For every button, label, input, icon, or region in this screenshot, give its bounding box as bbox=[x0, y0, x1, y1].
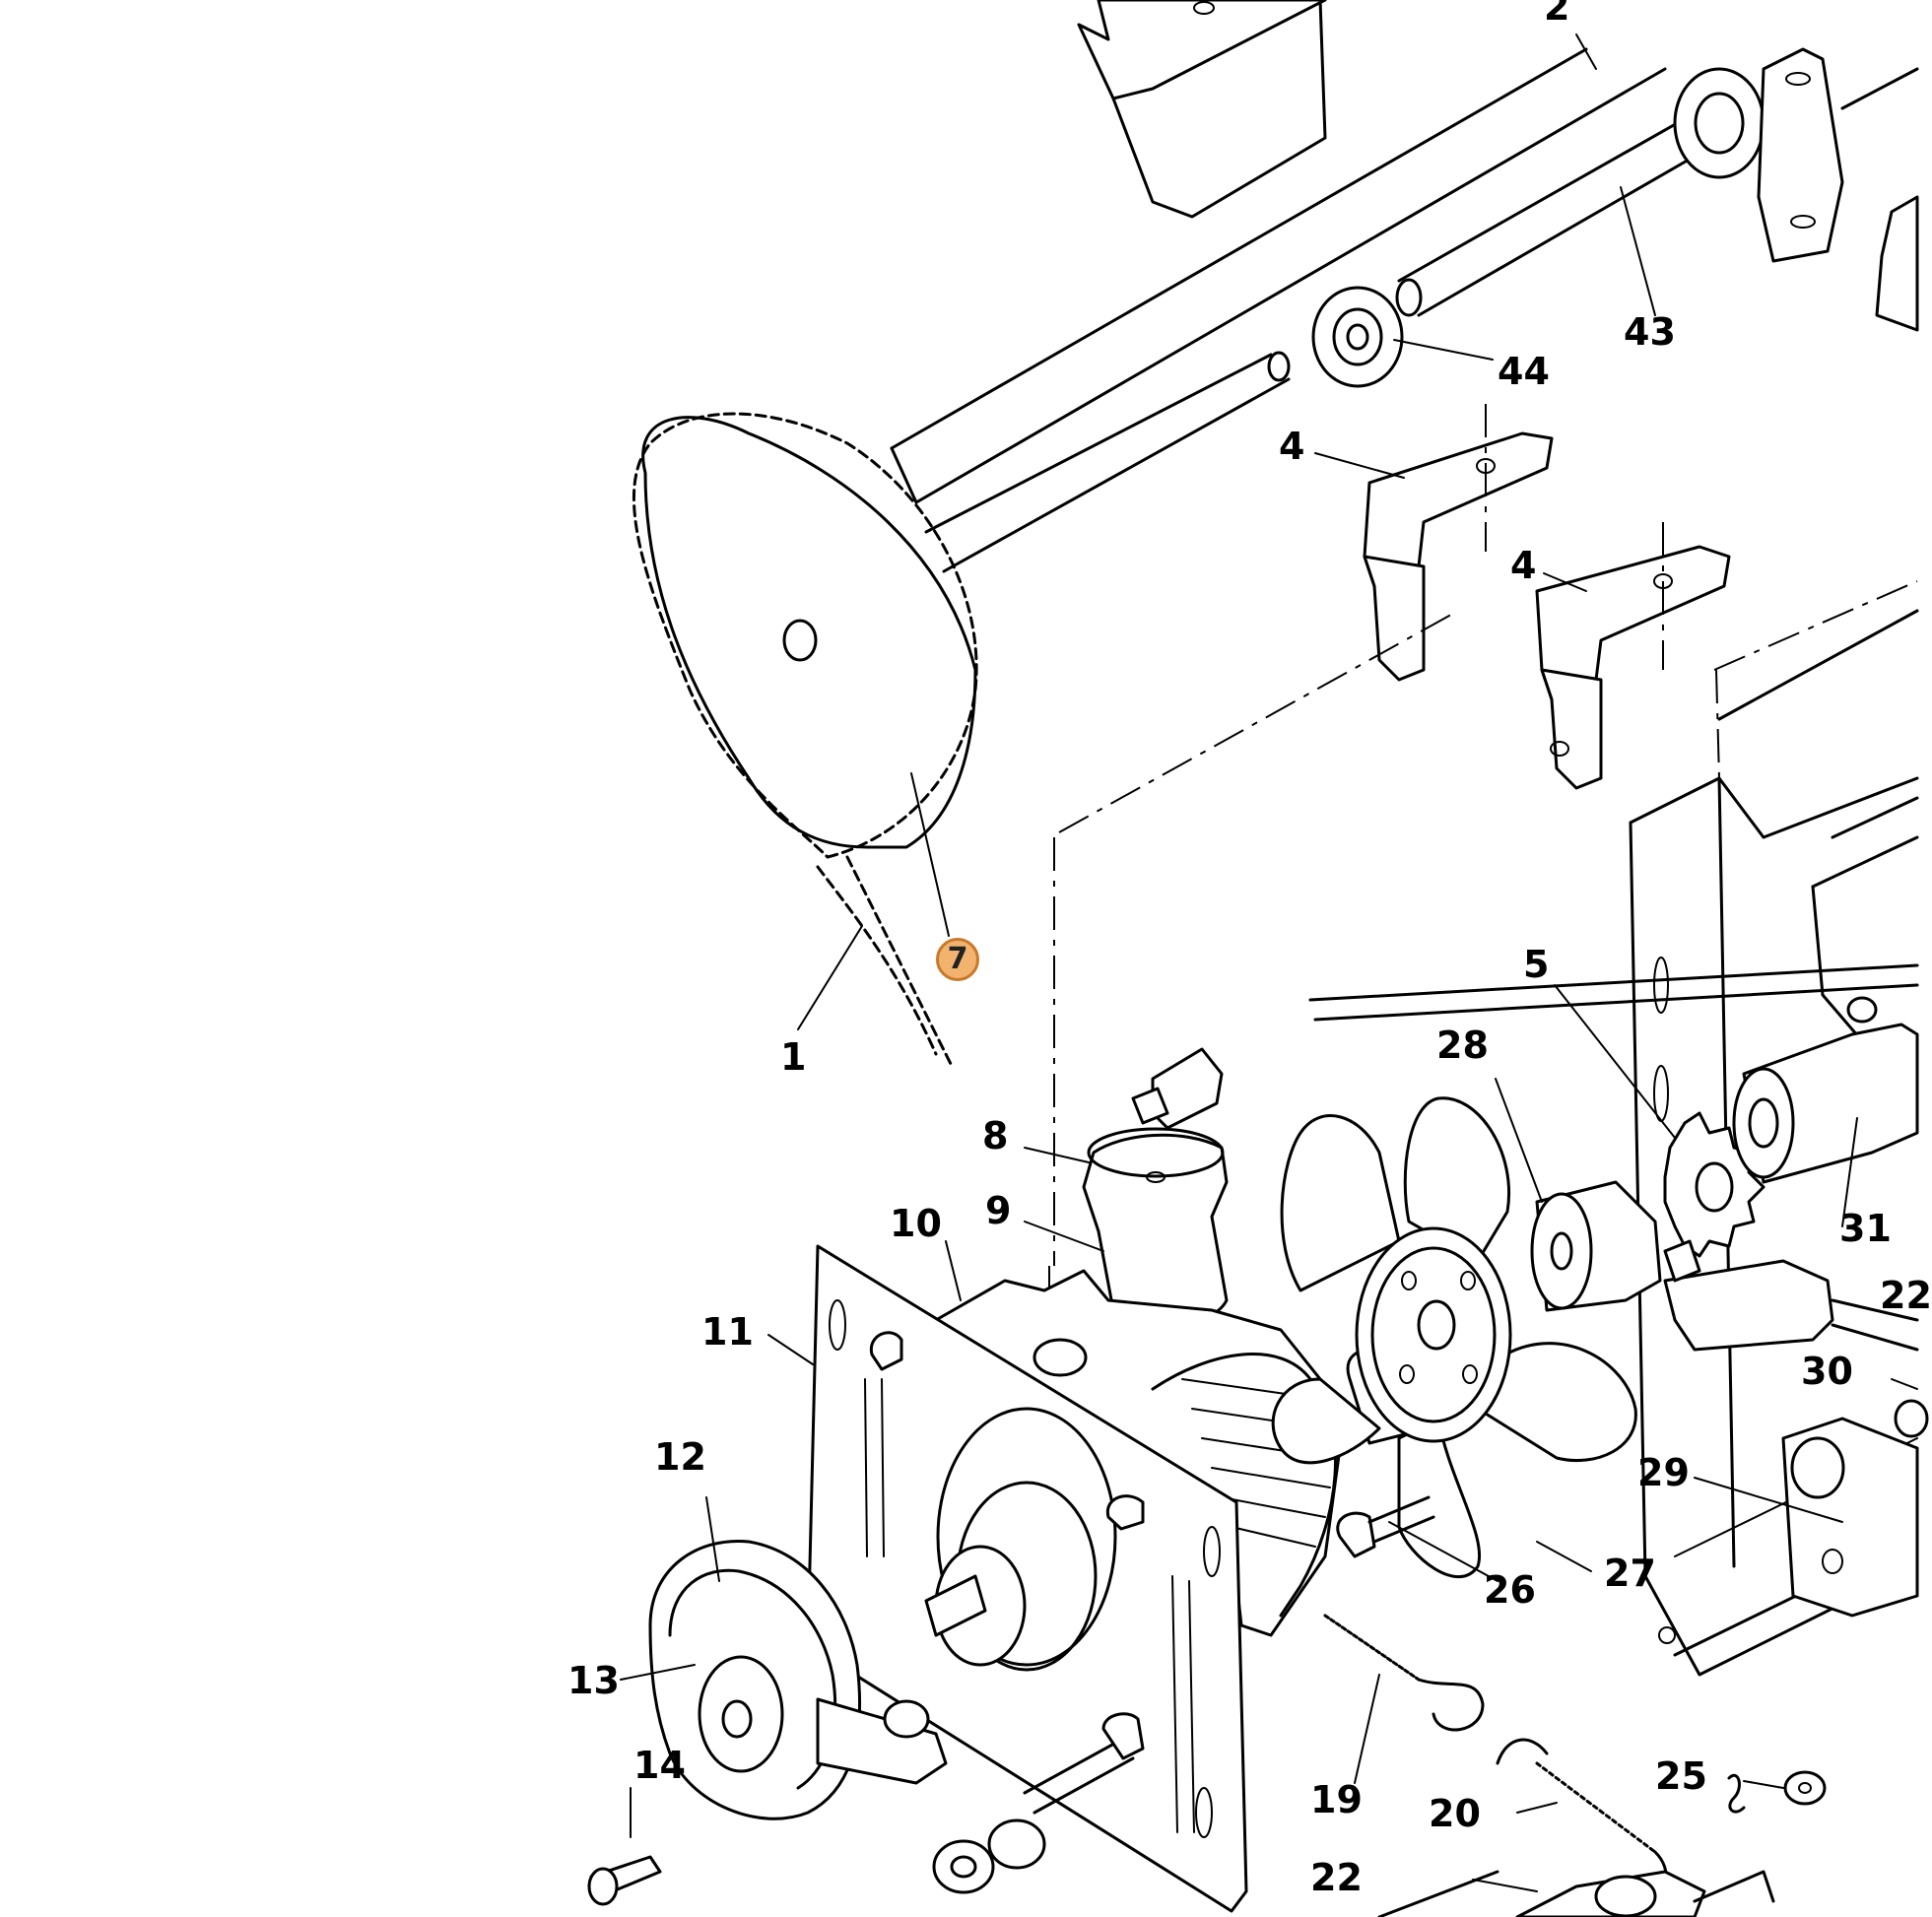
label-43: 43 bbox=[1624, 310, 1676, 354]
label-11: 11 bbox=[701, 1310, 754, 1354]
bracket-4-left bbox=[1363, 404, 1554, 682]
label-12: 12 bbox=[654, 1435, 706, 1479]
label-10: 10 bbox=[890, 1202, 942, 1245]
hook-19 bbox=[1323, 1614, 1485, 1732]
label-1: 1 bbox=[780, 1035, 807, 1079]
label-2: 2 bbox=[1544, 0, 1570, 29]
label-25: 25 bbox=[1655, 1754, 1707, 1798]
label-20: 20 bbox=[1429, 1792, 1481, 1835]
label-13: 13 bbox=[567, 1659, 620, 1702]
bearing-44 bbox=[1311, 286, 1404, 388]
label-28: 28 bbox=[1436, 1024, 1489, 1067]
label-26: 26 bbox=[1484, 1568, 1536, 1612]
top-bracket bbox=[1077, 0, 1327, 219]
washer-25 bbox=[1727, 1770, 1827, 1814]
shaft-43 bbox=[1395, 47, 1919, 332]
leader-lines bbox=[620, 33, 1918, 1892]
cooling-fan bbox=[1271, 1096, 1637, 1579]
label-14: 14 bbox=[633, 1744, 686, 1787]
label-27: 27 bbox=[1604, 1552, 1656, 1595]
label-5: 5 bbox=[1523, 943, 1550, 986]
label-31: 31 bbox=[1839, 1207, 1892, 1250]
main-shaft bbox=[890, 47, 1667, 573]
label-4-right: 4 bbox=[1510, 544, 1537, 587]
label-29: 29 bbox=[1637, 1451, 1690, 1494]
label-30: 30 bbox=[1801, 1350, 1853, 1393]
highlighted-label-7[interactable]: 7 bbox=[936, 938, 979, 981]
tie-rod bbox=[1131, 963, 1929, 1438]
link-plate bbox=[1781, 1417, 1919, 1618]
label-19: 19 bbox=[1310, 1778, 1363, 1821]
label-22-right: 22 bbox=[1880, 1274, 1932, 1317]
bracket-4-right bbox=[1535, 522, 1731, 790]
roller-chain bbox=[632, 412, 978, 1066]
fan-hub bbox=[1530, 1180, 1662, 1312]
label-4-left: 4 bbox=[1279, 425, 1305, 468]
label-44: 44 bbox=[1498, 350, 1550, 393]
label-9: 9 bbox=[985, 1189, 1012, 1232]
spring-20 bbox=[1496, 1738, 1668, 1890]
lever-22 bbox=[1377, 1870, 1775, 1917]
breather-cap bbox=[1082, 1127, 1229, 1326]
coupling bbox=[1732, 996, 1919, 1184]
chain-sprocket bbox=[641, 416, 977, 849]
label-8: 8 bbox=[982, 1114, 1009, 1157]
pulley bbox=[648, 1539, 948, 1820]
label-22-bottom: 22 bbox=[1310, 1856, 1363, 1899]
pin-and-bolts bbox=[587, 1712, 1145, 1906]
